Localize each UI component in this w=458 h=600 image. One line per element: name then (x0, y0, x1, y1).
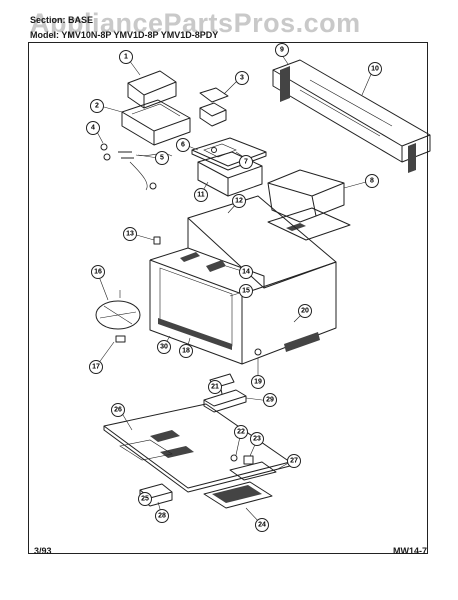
svg-text:11: 11 (197, 192, 205, 199)
callout-23: 23 (250, 432, 264, 446)
callout-30: 30 (157, 340, 171, 354)
svg-text:13: 13 (126, 231, 134, 238)
svg-text:10: 10 (371, 66, 379, 73)
callout-15: 15 (239, 284, 253, 298)
diagram-frame (28, 42, 428, 554)
callout-3: 3 (235, 71, 249, 85)
callout-25: 25 (138, 492, 152, 506)
callout-18: 18 (179, 344, 193, 358)
callout-28: 28 (155, 509, 169, 523)
part-6-7-plate (191, 137, 267, 171)
svg-text:14: 14 (242, 269, 250, 276)
callout-27: 27 (287, 454, 301, 468)
section-label: Section: BASE (30, 15, 94, 25)
svg-text:1: 1 (124, 54, 128, 61)
callout-8: 8 (365, 174, 379, 188)
part-4-5-switch-wiring (100, 143, 173, 191)
callout-4: 4 (86, 121, 100, 135)
svg-text:27: 27 (290, 458, 298, 465)
callout-9: 9 (275, 43, 289, 57)
svg-text:19: 19 (254, 379, 262, 386)
callout-12: 12 (232, 194, 246, 208)
callout-6: 6 (176, 138, 190, 152)
callout-14: 14 (239, 265, 253, 279)
svg-text:20: 20 (301, 308, 309, 315)
svg-text:4: 4 (91, 125, 95, 132)
callout-21: 21 (208, 380, 222, 394)
svg-text:15: 15 (242, 288, 250, 295)
callout-2: 2 (90, 99, 104, 113)
svg-text:16: 16 (94, 269, 102, 276)
callout-29: 29 (263, 393, 277, 407)
svg-text:23: 23 (253, 436, 261, 443)
callout-24: 24 (255, 518, 269, 532)
svg-text:3: 3 (240, 75, 244, 82)
part-29-bracket (203, 389, 247, 413)
callout-17: 17 (89, 360, 103, 374)
part-22-23-fuse (230, 454, 254, 465)
callout-11: 11 (194, 188, 208, 202)
callout-13: 13 (123, 227, 137, 241)
svg-text:12: 12 (235, 198, 243, 205)
callout-22: 22 (234, 425, 248, 439)
watermark-text: AppliancePartsPros.com (30, 8, 361, 38)
part-26-base-plate (103, 403, 291, 493)
callout-5: 5 (155, 151, 169, 165)
part-1-cover (127, 70, 177, 109)
part-16-17-stirrer (95, 290, 141, 343)
model-label: Model: YMV10N-8P YMV1D-8P YMV1D-8PDY (30, 30, 219, 40)
part-8-fan-housing (267, 169, 351, 241)
svg-text:18: 18 (182, 348, 190, 355)
svg-text:29: 29 (266, 397, 274, 404)
svg-text:5: 5 (160, 155, 164, 162)
part-27-cover-panel (229, 461, 277, 481)
svg-text:8: 8 (370, 178, 374, 185)
svg-text:30: 30 (160, 344, 168, 351)
callout-16: 16 (91, 265, 105, 279)
svg-text:17: 17 (92, 364, 100, 371)
part-24-grease-filter (203, 481, 273, 509)
svg-text:28: 28 (158, 513, 166, 520)
part-9-10-back-panel (272, 59, 431, 173)
svg-text:21: 21 (211, 384, 219, 391)
callout-19: 19 (251, 375, 265, 389)
part-12-cabinet (149, 195, 337, 365)
part-13-clip (153, 236, 161, 245)
part-3-filter (199, 87, 229, 127)
callout-20: 20 (298, 304, 312, 318)
revision-date: 3/93 (34, 546, 52, 556)
svg-text:6: 6 (181, 142, 185, 149)
svg-text:2: 2 (95, 103, 99, 110)
page-code: MW14-7 (393, 546, 428, 556)
svg-text:25: 25 (141, 496, 149, 503)
callout-26: 26 (111, 403, 125, 417)
svg-text:22: 22 (237, 429, 245, 436)
part-11-duct (197, 151, 263, 197)
leader-lines (95, 51, 373, 524)
callout-1: 1 (119, 50, 133, 64)
svg-text:7: 7 (244, 159, 248, 166)
part-2-tray (121, 99, 191, 146)
svg-text:9: 9 (280, 47, 284, 54)
callout-7: 7 (239, 155, 253, 169)
callout-10: 10 (368, 62, 382, 76)
svg-text:24: 24 (258, 522, 266, 529)
svg-text:26: 26 (114, 407, 122, 414)
